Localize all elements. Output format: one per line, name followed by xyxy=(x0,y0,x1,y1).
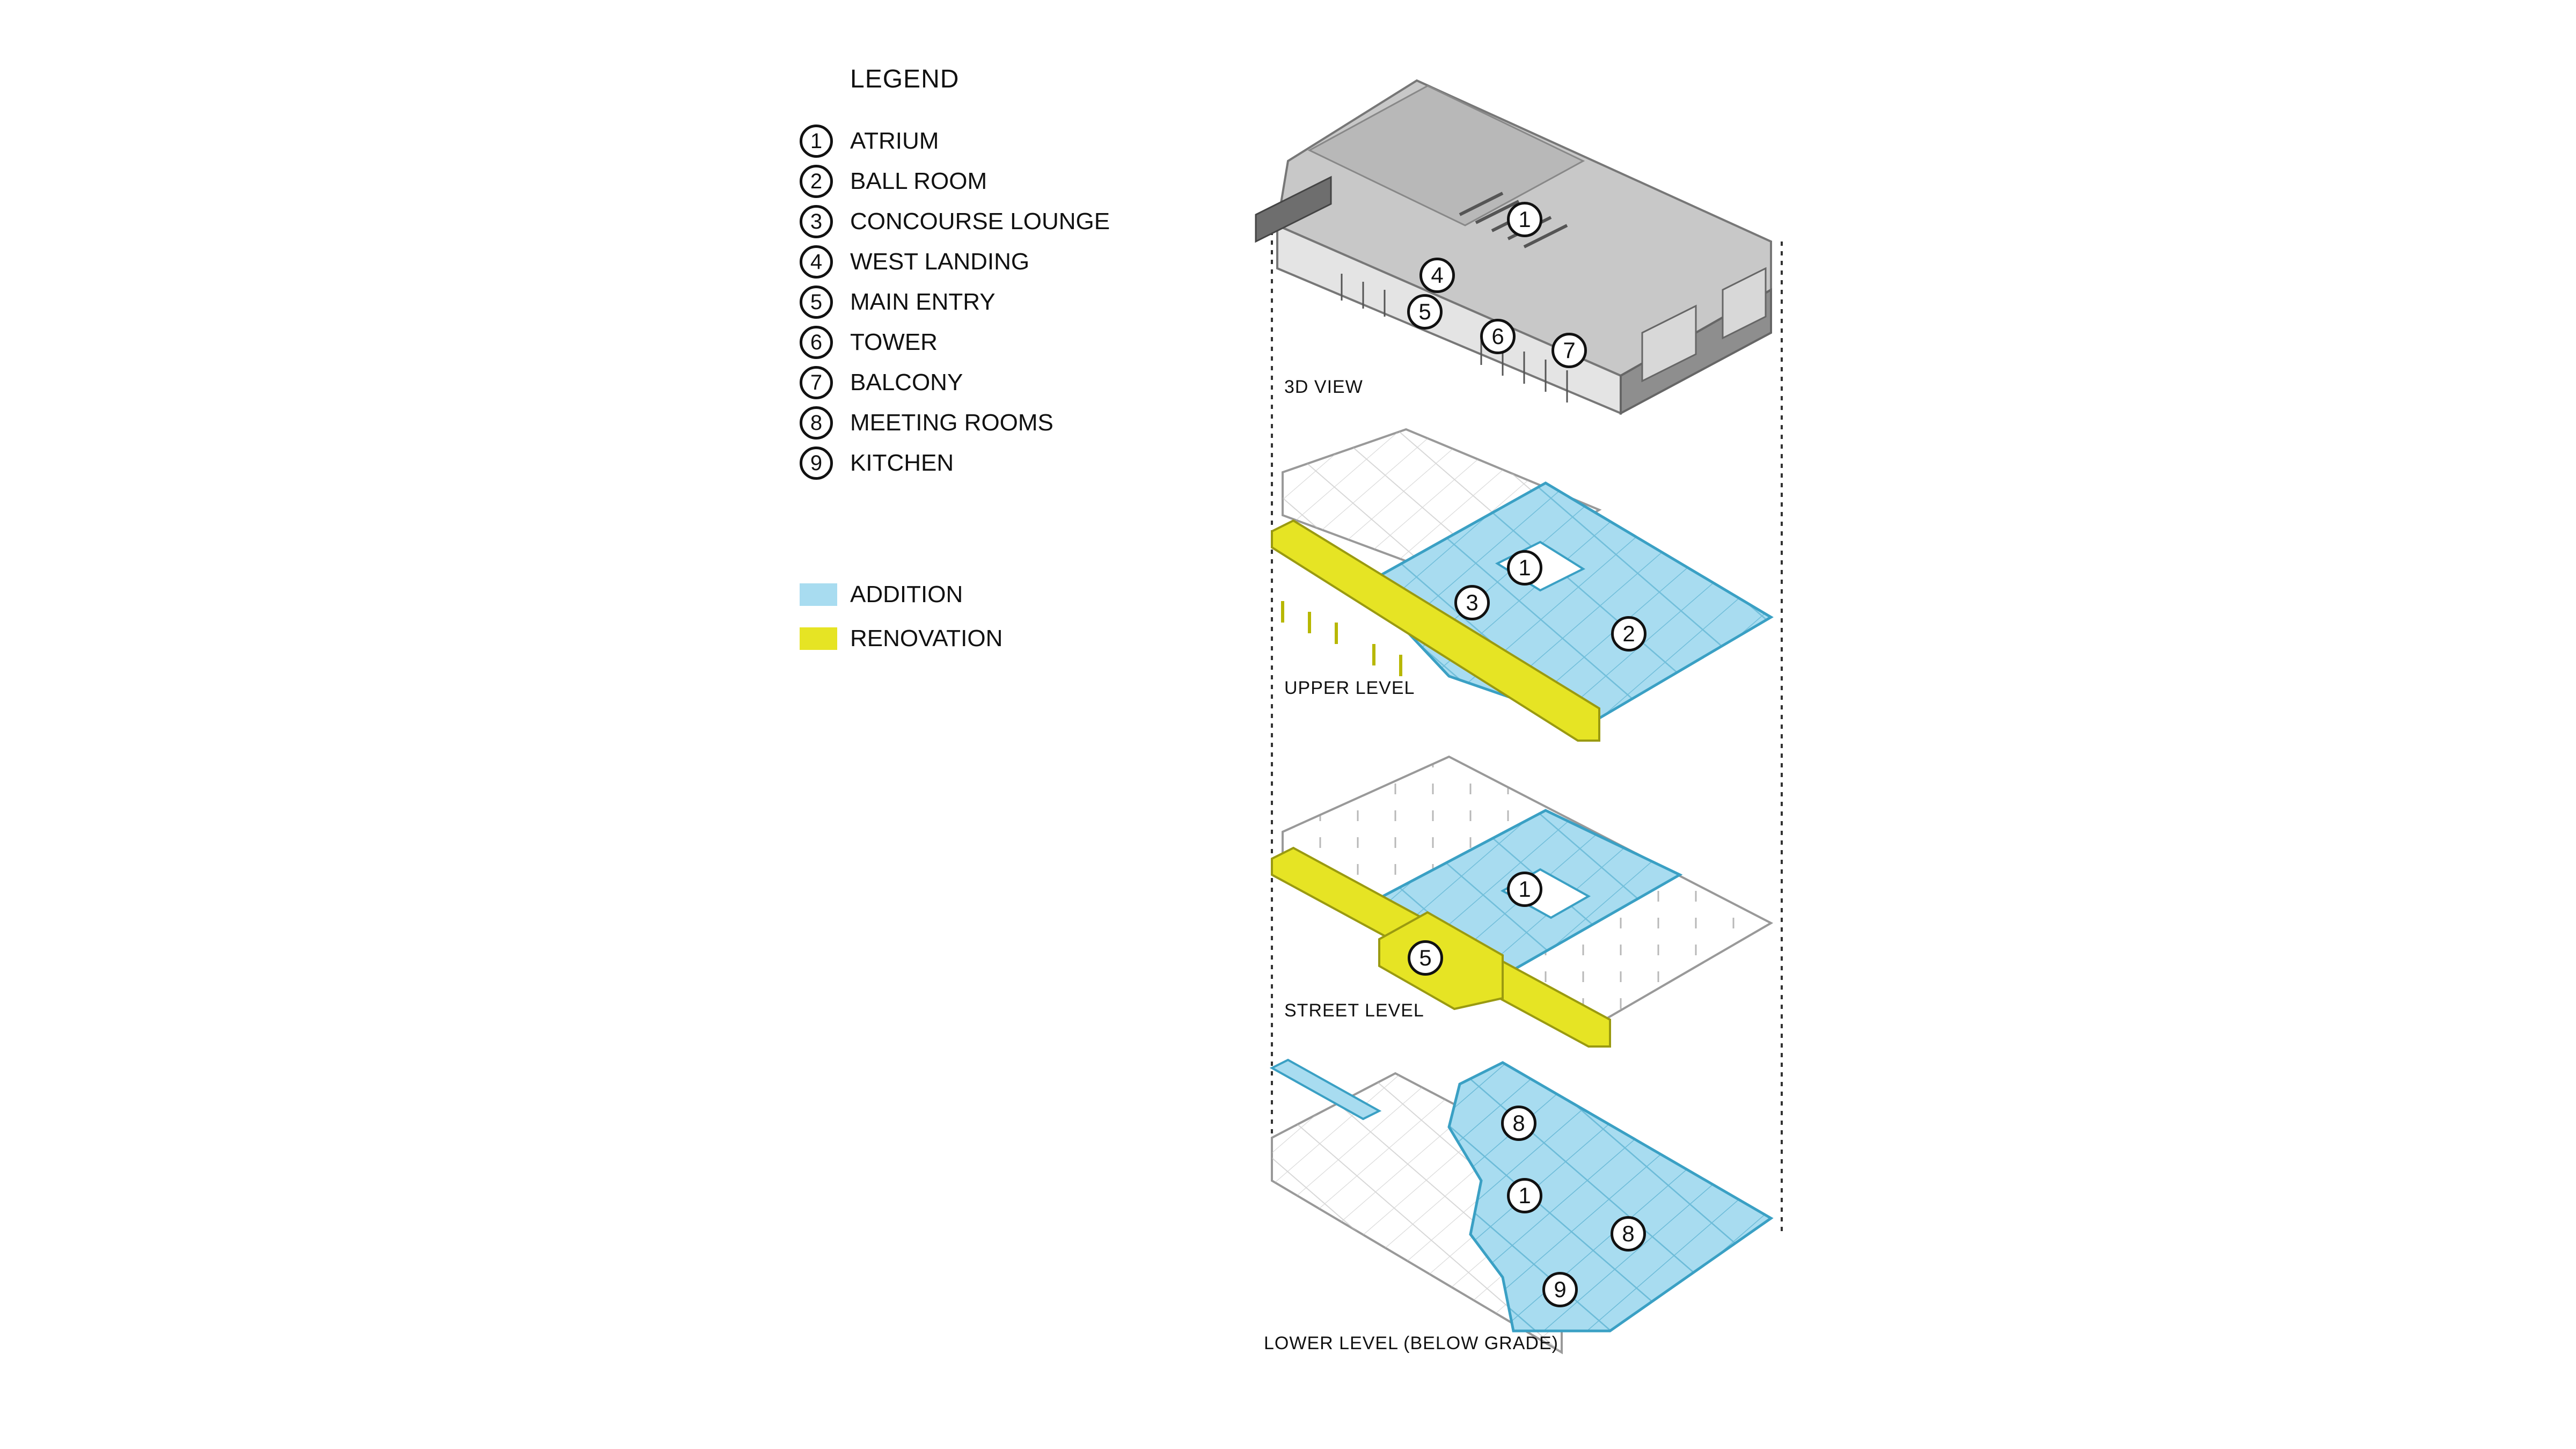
legend-key-renovation: RENOVATION xyxy=(800,623,1002,655)
legend-title: LEGEND xyxy=(850,65,960,93)
number-badge-icon: 5 xyxy=(800,286,833,319)
badge-3d-main-entry: 5 xyxy=(1407,294,1443,330)
lower-addition-strip xyxy=(1269,1058,1382,1121)
legend-label: BALCONY xyxy=(850,369,963,396)
legend-label: BALL ROOM xyxy=(850,168,987,194)
badge-3d-west-landing: 4 xyxy=(1419,258,1455,293)
legend-key-label: RENOVATION xyxy=(850,625,1003,652)
number-badge-icon: 7 xyxy=(800,366,833,399)
massing-left-wing xyxy=(1255,175,1332,243)
upper-level-plate xyxy=(1271,428,1774,742)
legend-item-ball-room: 2 BALL ROOM xyxy=(800,162,987,201)
massing-top-volume xyxy=(1307,85,1585,226)
legend-item-concourse-lounge: 3 CONCOURSE LOUNGE xyxy=(800,202,1110,241)
number-badge-icon: 6 xyxy=(800,326,833,359)
legend-item-main-entry: 5 MAIN ENTRY xyxy=(800,282,996,322)
legend-label: CONCOURSE LOUNGE xyxy=(850,208,1110,235)
addition-swatch xyxy=(800,583,837,606)
badge-street-atrium: 1 xyxy=(1507,872,1542,907)
level-label-3d-view: 3D VIEW xyxy=(1284,377,1363,397)
legend-item-west-landing: 4 WEST LANDING xyxy=(800,242,1029,282)
legend-label: WEST LANDING xyxy=(850,248,1030,275)
upper-renovation-posts xyxy=(1281,601,1402,676)
badge-3d-balcony: 7 xyxy=(1552,333,1587,368)
legend-label: MEETING ROOMS xyxy=(850,409,1053,436)
number-badge-icon: 8 xyxy=(800,406,833,440)
atrium-skylight-icon xyxy=(1459,192,1568,248)
badge-upper-ball-room: 2 xyxy=(1611,616,1646,652)
legend-key-addition: ADDITION xyxy=(800,579,963,611)
legend-label: TOWER xyxy=(850,329,938,355)
level-label-lower: LOWER LEVEL (BELOW GRADE) xyxy=(1264,1333,1558,1353)
badge-upper-atrium: 1 xyxy=(1507,550,1542,586)
legend-label: KITCHEN xyxy=(850,450,954,476)
number-badge-icon: 3 xyxy=(800,205,833,238)
badge-lower-meeting-rooms-south: 8 xyxy=(1611,1216,1646,1252)
legend-item-meeting-rooms: 8 MEETING ROOMS xyxy=(800,403,1053,443)
badge-lower-kitchen: 9 xyxy=(1542,1272,1578,1307)
massing-3d-view xyxy=(1255,79,1772,415)
legend-label: MAIN ENTRY xyxy=(850,289,996,315)
number-badge-icon: 1 xyxy=(800,125,833,158)
badge-lower-meeting-rooms-north: 8 xyxy=(1501,1106,1536,1141)
legend-item-kitchen: 9 KITCHEN xyxy=(800,443,954,483)
badge-upper-concourse-lounge: 3 xyxy=(1454,585,1490,620)
upper-renovation-band xyxy=(1271,519,1600,742)
legend-item-balcony: 7 BALCONY xyxy=(800,363,963,402)
legend-item-atrium: 1 ATRIUM xyxy=(800,121,939,161)
legend-item-tower: 6 TOWER xyxy=(800,323,938,362)
massing-right-box-2 xyxy=(1722,267,1767,340)
legend-label: ATRIUM xyxy=(850,128,939,154)
badge-3d-tower: 6 xyxy=(1480,319,1516,354)
legend-key-label: ADDITION xyxy=(850,581,963,608)
level-label-upper: UPPER LEVEL xyxy=(1284,678,1415,698)
badge-3d-atrium: 1 xyxy=(1507,202,1542,237)
level-label-street: STREET LEVEL xyxy=(1284,1000,1424,1021)
badge-street-main-entry: 5 xyxy=(1408,940,1443,976)
number-badge-icon: 9 xyxy=(800,447,833,480)
number-badge-icon: 2 xyxy=(800,165,833,198)
massing-right-box xyxy=(1641,304,1697,383)
renovation-swatch xyxy=(800,627,837,650)
badge-lower-atrium: 1 xyxy=(1507,1178,1542,1213)
number-badge-icon: 4 xyxy=(800,245,833,279)
